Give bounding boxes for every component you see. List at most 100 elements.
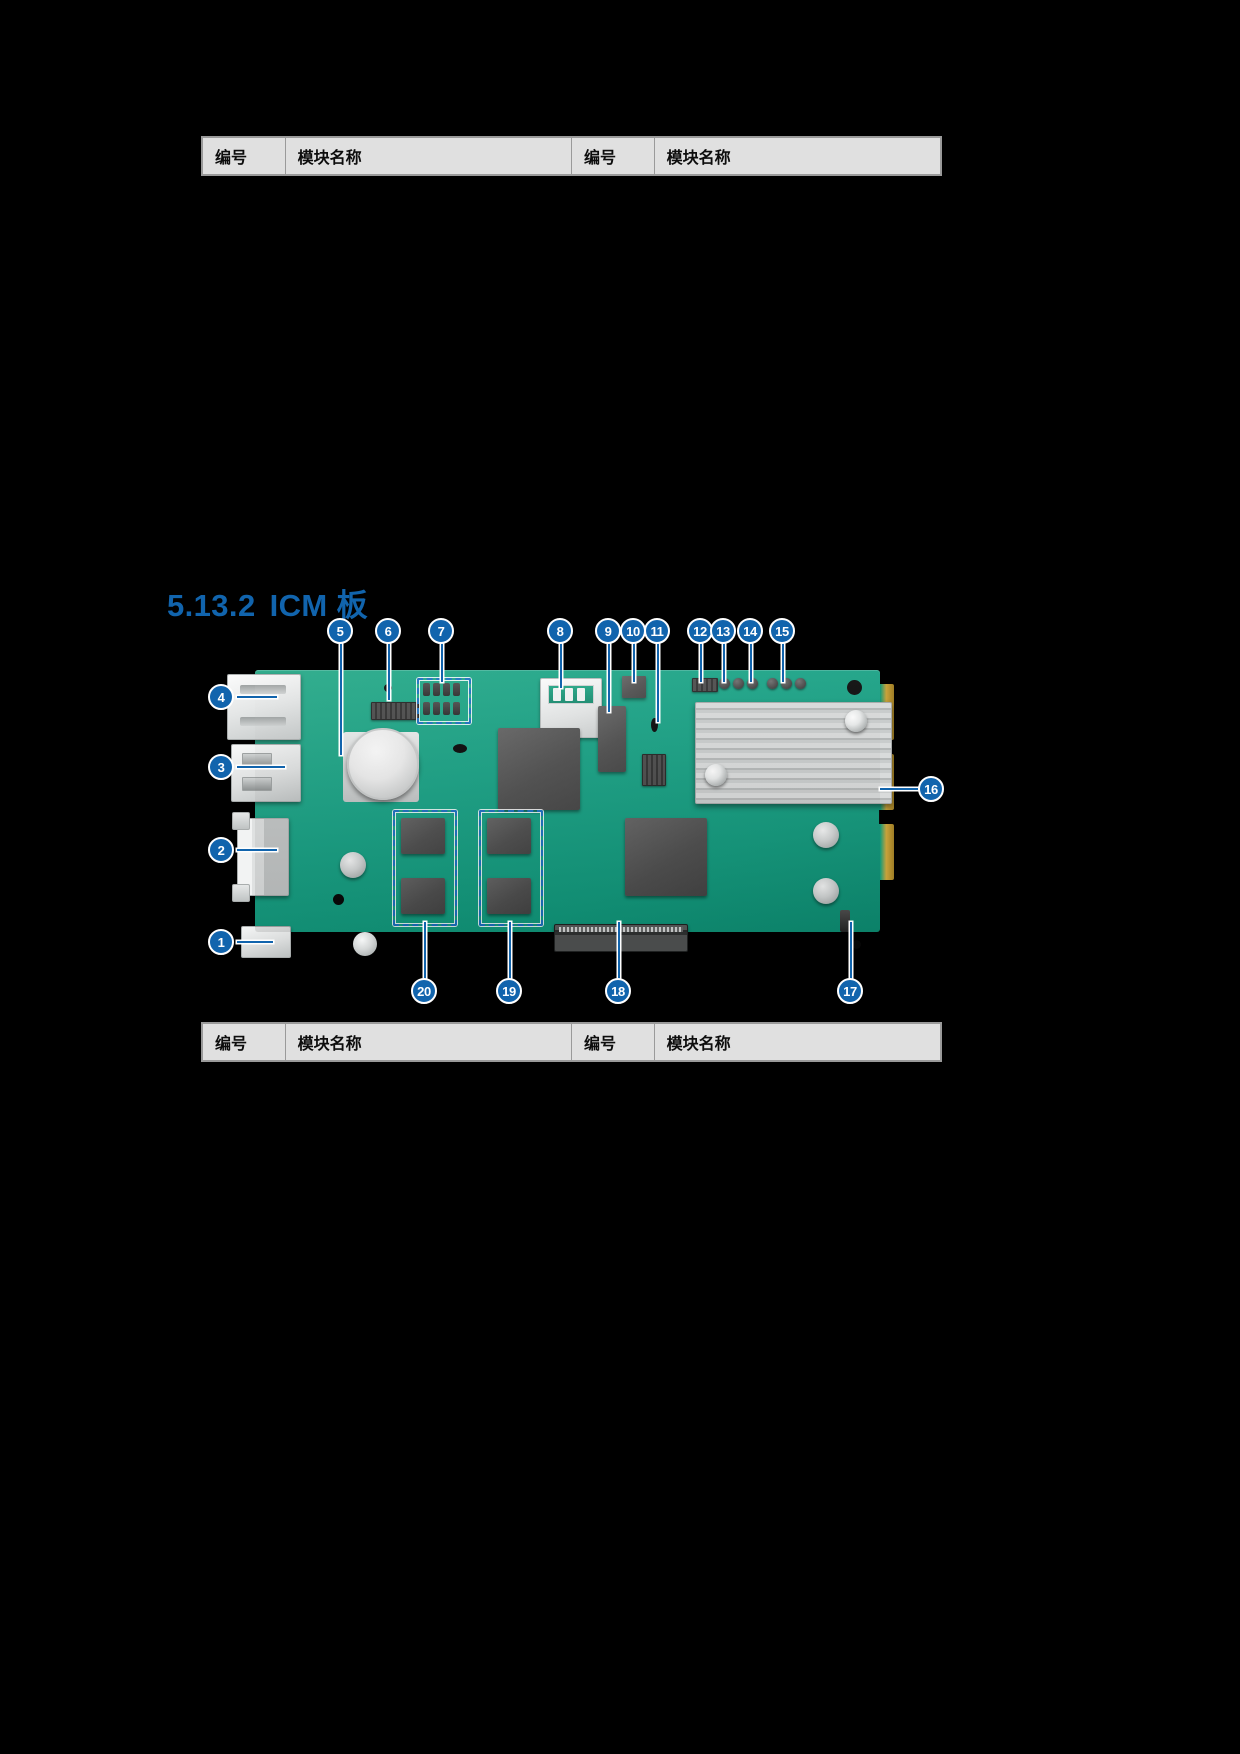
- table-header-name-left: 模块名称: [284, 137, 572, 175]
- callout-marker-4[interactable]: 4: [208, 684, 234, 710]
- callout-label: 8: [556, 623, 564, 639]
- resistor-chip: [453, 702, 460, 715]
- table-header-name-left: 模块名称: [284, 1023, 572, 1061]
- callout-label: 11: [650, 623, 664, 639]
- debug-pin-header: [642, 754, 666, 786]
- resistor-chip: [433, 702, 440, 715]
- callout-label: 9: [604, 623, 612, 639]
- coin-cell-battery: [347, 728, 419, 800]
- standoff-right-upper: [813, 822, 839, 848]
- callout-marker-12[interactable]: 12: [687, 618, 713, 644]
- leader-line-11: [657, 640, 659, 722]
- heatsink-screw-top-right: [845, 710, 867, 732]
- memory-ic-vertical: [598, 706, 626, 772]
- icm-board-figure: 5 6 7 8 9 10 11 12 13 14 15 4 3 2 1 16 2…: [0, 600, 1240, 1020]
- soc-chip-upper: [498, 728, 580, 810]
- sim-contact: [553, 688, 561, 701]
- mounting-hole-top-right: [847, 680, 862, 695]
- callout-marker-16[interactable]: 16: [918, 776, 944, 802]
- table-header-name-right: 模块名称: [653, 1023, 942, 1061]
- resistor-chip: [443, 683, 450, 696]
- table-header-number-left: 编号: [202, 137, 286, 175]
- callout-label: 1: [217, 934, 225, 950]
- callout-marker-5[interactable]: 5: [327, 618, 353, 644]
- callout-marker-15[interactable]: 15: [769, 618, 795, 644]
- highlight-box-resistor-array: [417, 678, 471, 724]
- callout-marker-14[interactable]: 14: [737, 618, 763, 644]
- leader-line-15: [782, 640, 784, 682]
- callout-marker-18[interactable]: 18: [605, 978, 631, 1004]
- table-header-row: 编号 模块名称 编号 模块名称: [202, 137, 942, 175]
- resistor-chip: [433, 683, 440, 696]
- leader-line-8: [560, 640, 562, 688]
- electrolytic-capacitor: [767, 678, 778, 689]
- callout-marker-10[interactable]: 10: [620, 618, 646, 644]
- module-table-bottom: 编号 模块名称 编号 模块名称: [201, 1022, 942, 1062]
- callout-marker-2[interactable]: 2: [208, 837, 234, 863]
- callout-label: 20: [417, 983, 431, 999]
- table-header-number-right: 编号: [570, 137, 655, 175]
- callout-label: 6: [384, 623, 392, 639]
- leader-line-10: [633, 640, 635, 682]
- transistor-component: [840, 910, 850, 932]
- callout-marker-6[interactable]: 6: [375, 618, 401, 644]
- callout-label: 16: [924, 781, 938, 797]
- table-header-name-right: 模块名称: [653, 137, 942, 175]
- table-header-number-right: 编号: [570, 1023, 655, 1061]
- callout-label: 3: [217, 759, 225, 775]
- resistor-chip: [443, 702, 450, 715]
- leader-line-12: [700, 640, 702, 682]
- table-header-number-left: 编号: [202, 1023, 286, 1061]
- highlight-box-memory-group-right: [479, 810, 543, 926]
- callout-marker-11[interactable]: 11: [644, 618, 670, 644]
- sim-slot-window: [548, 685, 594, 704]
- callout-marker-3[interactable]: 3: [208, 754, 234, 780]
- vga-screw-ear-bottom: [232, 884, 250, 902]
- callout-marker-9[interactable]: 9: [595, 618, 621, 644]
- memory-chip-a1: [401, 818, 445, 854]
- callout-marker-13[interactable]: 13: [710, 618, 736, 644]
- callout-marker-19[interactable]: 19: [496, 978, 522, 1004]
- heatsink-screw-bottom-left: [705, 764, 727, 786]
- standoff-right-lower: [813, 878, 839, 904]
- leader-line-2: [237, 849, 277, 851]
- edge-connector-finger-bottom: [880, 824, 894, 880]
- electrolytic-capacitor: [719, 678, 730, 689]
- callout-marker-7[interactable]: 7: [428, 618, 454, 644]
- table-header-row: 编号 模块名称 编号 模块名称: [202, 1023, 942, 1061]
- resistor-chip: [453, 683, 460, 696]
- leader-line-7: [441, 640, 443, 682]
- callout-marker-1[interactable]: 1: [208, 929, 234, 955]
- board-to-board-connector: [554, 924, 688, 952]
- callout-marker-17[interactable]: 17: [837, 978, 863, 1004]
- memory-chip-b1: [487, 818, 531, 854]
- callout-label: 10: [626, 623, 640, 639]
- callout-label: 4: [217, 689, 225, 705]
- aux-connector: [692, 678, 718, 692]
- leader-line-14: [750, 640, 752, 682]
- standoff-left-mid: [340, 852, 366, 878]
- leader-line-9: [608, 640, 610, 712]
- section-number: 5.13.2: [167, 588, 256, 623]
- via-hole-bottom-right: [852, 940, 861, 949]
- leader-line-17: [850, 922, 852, 980]
- leader-line-4: [237, 696, 277, 698]
- electrolytic-capacitor: [747, 678, 758, 689]
- flash-chip: [622, 676, 646, 698]
- leader-line-20: [424, 922, 426, 980]
- capacitor-bank-a: [719, 678, 758, 689]
- leader-line-19: [509, 922, 511, 980]
- callout-label: 17: [843, 983, 857, 999]
- leader-line-6: [388, 640, 390, 700]
- highlight-box-memory-group-left: [393, 810, 457, 926]
- sim-contact: [577, 688, 585, 701]
- callout-marker-8[interactable]: 8: [547, 618, 573, 644]
- via-hole-mid: [651, 718, 658, 732]
- vga-serial-connector: [232, 812, 289, 902]
- callout-marker-20[interactable]: 20: [411, 978, 437, 1004]
- electrolytic-capacitor: [733, 678, 744, 689]
- resistor-array-group: [419, 680, 465, 718]
- rj45-port-lower: [240, 717, 286, 726]
